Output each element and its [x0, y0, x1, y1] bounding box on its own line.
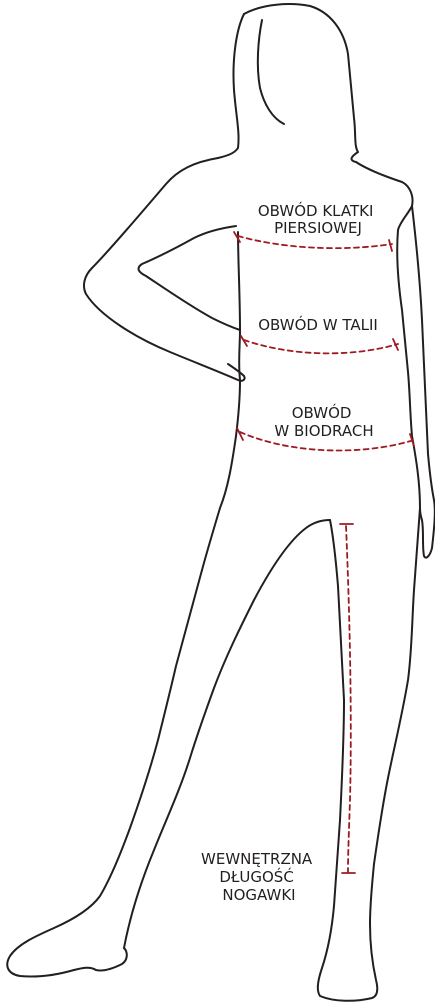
head-outline [243, 3, 414, 207]
waist-label-line-1: OBWÓD W TALII [258, 315, 378, 334]
hips-label: OBWÓD W BIODRACH [274, 403, 373, 440]
inseam-measurement: WEWNĘTRZNA DŁUGOŚĆ NOGAWKI [201, 523, 356, 904]
inseam-label-line-3: NOGAWKI [222, 886, 295, 904]
face-outline [256, 19, 285, 125]
chest-measure-line [237, 235, 393, 250]
chest-label: OBWÓD KLATKI PIERSIOWEJ [258, 201, 378, 237]
chest-label-line-1: OBWÓD KLATKI [258, 201, 374, 220]
right-inner-leg-outline [316, 519, 379, 1002]
left-leg-outline [6, 569, 203, 978]
chest-measure-start-tick [233, 231, 241, 243]
waist-measurement: OBWÓD W TALII [240, 315, 399, 355]
inseam-label: WEWNĘTRZNA DŁUGOŚĆ NOGAWKI [201, 850, 317, 904]
waist-measure-start-tick [240, 335, 248, 347]
left-foot-outline [73, 947, 128, 972]
hips-measure-end-tick [409, 433, 415, 447]
chest-label-line-2: PIERSIOWEJ [274, 219, 362, 237]
left-shoulder-outline [83, 157, 246, 382]
right-arm-outline [411, 205, 435, 559]
hips-measure-line [239, 431, 415, 452]
inseam-label-line-1: WEWNĘTRZNA [201, 850, 313, 868]
body-silhouette [6, 3, 435, 1002]
chest-measurement: OBWÓD KLATKI PIERSIOWEJ [233, 201, 393, 252]
left-inner-leg-outline [123, 519, 331, 949]
inseam-label-line-2: DŁUGOŚĆ [219, 867, 293, 886]
waist-measure-line [243, 339, 399, 355]
hips-label-line-1: OBWÓD [292, 403, 352, 422]
chest-measure-end-tick [388, 239, 393, 252]
hair-left-outline [217, 13, 245, 159]
inseam-measure-line [345, 525, 352, 873]
arm-gap-outline [137, 225, 241, 331]
hips-label-line-2: W BIODRACH [274, 422, 373, 440]
hips-measurement: OBWÓD W BIODRACH [236, 403, 415, 452]
waist-label: OBWÓD W TALII [258, 315, 378, 334]
left-torso-outline [201, 231, 241, 571]
waist-measure-end-tick [392, 338, 399, 351]
hips-measure-start-tick [236, 427, 244, 441]
right-outer-leg-outline [373, 507, 421, 865]
